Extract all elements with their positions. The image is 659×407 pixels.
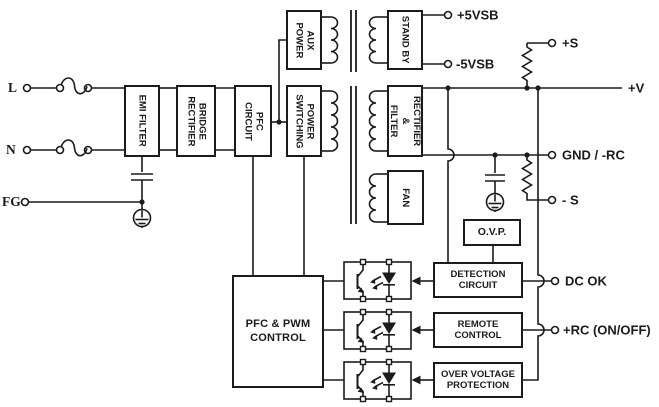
block-pfc-pwm-control: PFC & PWM CONTROL — [232, 275, 324, 388]
y-capacitor-icon — [131, 157, 153, 202]
block-label: FAN — [400, 187, 412, 207]
standby-output-wires — [423, 14, 445, 65]
output-label-rc-onoff: +RC (ON/OFF) — [563, 322, 651, 338]
feedback-wires — [324, 276, 433, 385]
output-label-gnd-rc: GND / -RC — [562, 147, 625, 163]
block-bridge-rectifier: BRIDGE RECTIFIER — [176, 85, 216, 157]
terminal-label-fg: FG — [2, 194, 21, 209]
block-power-switching: POWER SWITCHING — [286, 85, 322, 157]
block-aux-power: AUX POWER — [286, 10, 322, 70]
block-fan: FAN — [387, 170, 424, 225]
block-label: BRIDGE RECTIFIER — [185, 95, 208, 147]
stage-connectors — [160, 39, 305, 275]
block-detection-circuit: DETECTION CIRCUIT — [433, 262, 523, 298]
output-label-dc-ok: DC OK — [565, 273, 607, 289]
output-label-minus-s: - S — [562, 192, 579, 208]
block-label: PFC CIRCUIT — [242, 101, 265, 141]
block-label: OVER VOLTAGE PROTECTION — [440, 368, 516, 391]
output-ground-icon — [485, 192, 505, 212]
block-pfc-circuit: PFC CIRCUIT — [234, 85, 272, 157]
block-ovp: O.V.P. — [463, 219, 521, 246]
terminal-circles — [20, 10, 560, 335]
block-stand-by: STAND BY — [387, 10, 423, 70]
terminal-label-neutral: N — [6, 142, 16, 157]
output-label-plus-s: +S — [562, 35, 579, 51]
fuse-neutral-icon — [55, 139, 93, 157]
output-label-5vsb: +5VSB — [457, 7, 499, 23]
block-label: REMOTE CONTROL — [454, 318, 502, 341]
block-label: O.V.P. — [477, 226, 507, 239]
output-label-plus-v: +V — [628, 80, 645, 96]
earth-ground-icon — [132, 208, 152, 228]
terminal-label-line: L — [8, 80, 18, 95]
block-emi-filter: EMI FILTER — [124, 85, 160, 157]
output-rails — [423, 42, 622, 381]
block-remote-control: REMOTE CONTROL — [433, 312, 523, 348]
output-label-neg5vsb: -5VSB — [456, 56, 495, 72]
block-over-voltage-protection: OVER VOLTAGE PROTECTION — [433, 362, 523, 398]
block-label: STAND BY — [399, 16, 411, 64]
block-label: EMI FILTER — [136, 94, 148, 148]
aux-transformer-icon — [322, 10, 387, 72]
fuse-line-icon — [55, 77, 93, 95]
main-transformer-icon — [322, 86, 387, 224]
block-label: PFC & PWM CONTROL — [245, 318, 311, 344]
block-label: POWER SWITCHING — [293, 93, 316, 149]
block-rectifier-filter: RECTIFIER & FILTER — [387, 85, 423, 157]
block-label: DETECTION CIRCUIT — [450, 268, 506, 291]
junction-dots — [139, 85, 541, 205]
block-label: AUX POWER — [293, 22, 316, 58]
optocoupler-boxes — [343, 258, 412, 403]
block-label: RECTIFIER & FILTER — [388, 95, 423, 147]
